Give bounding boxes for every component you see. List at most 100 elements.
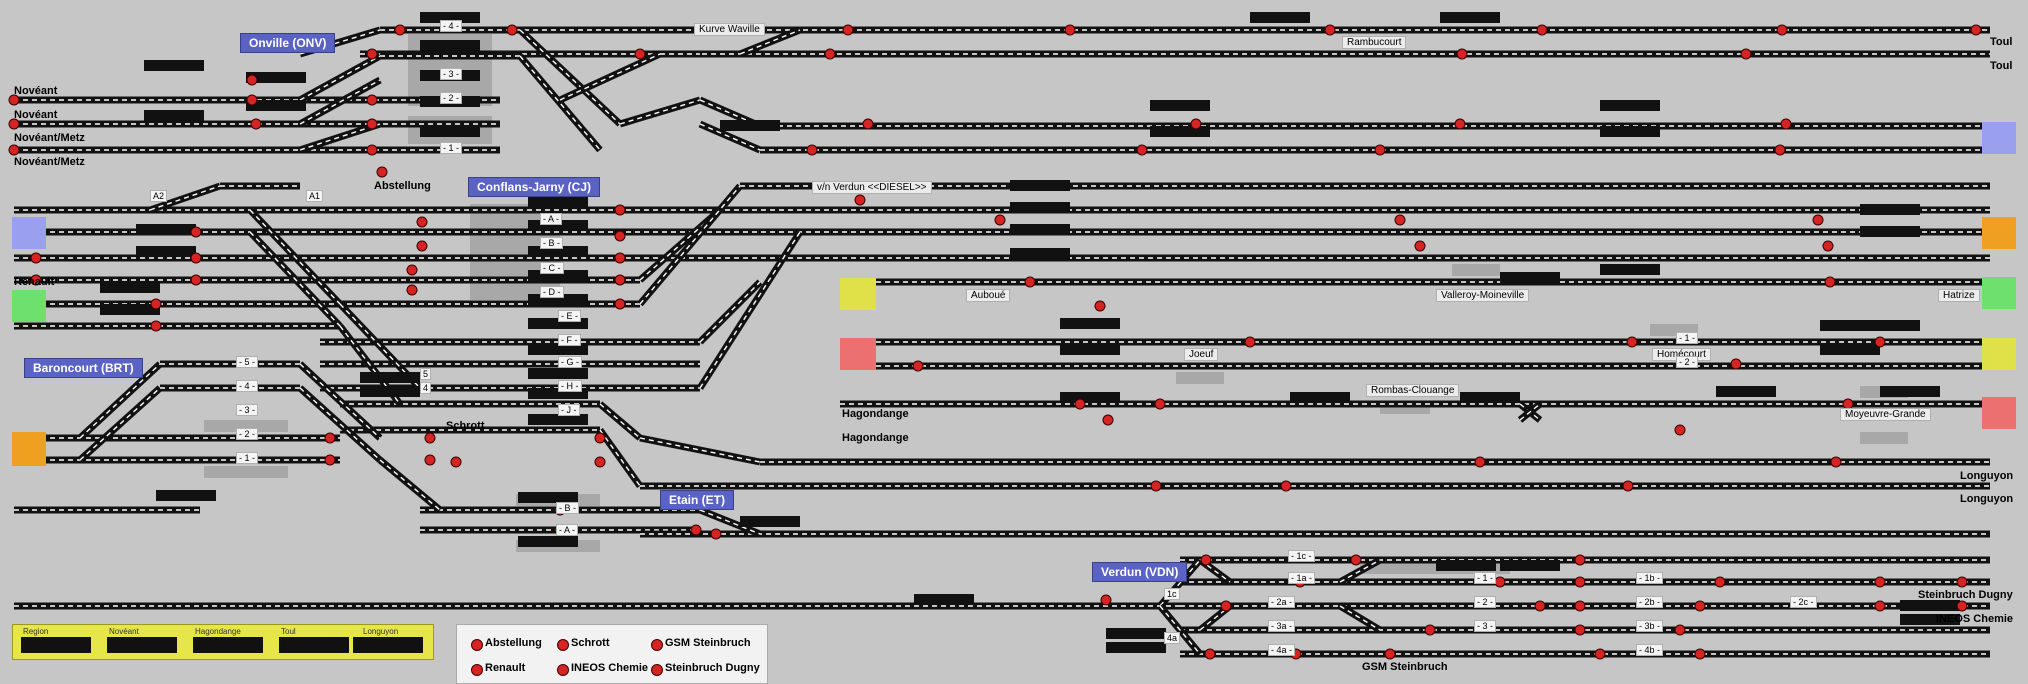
- signal-icon[interactable]: [366, 118, 378, 130]
- signal-icon[interactable]: [1574, 600, 1586, 612]
- signal-icon[interactable]: [190, 252, 202, 264]
- train-block-icon[interactable]: [1436, 560, 1496, 571]
- train-block-icon[interactable]: [136, 246, 196, 257]
- legend-box-longuyon[interactable]: [353, 637, 423, 653]
- train-block-icon[interactable]: [144, 110, 204, 121]
- signal-icon[interactable]: [246, 94, 258, 106]
- train-block-icon[interactable]: [420, 12, 480, 23]
- station-onville[interactable]: Onville (ONV): [240, 33, 336, 53]
- train-block-icon[interactable]: [144, 60, 204, 71]
- signal-icon[interactable]: [1102, 414, 1114, 426]
- train-block-icon[interactable]: [1150, 100, 1210, 111]
- signal-icon[interactable]: [1200, 554, 1212, 566]
- signal-icon[interactable]: [30, 252, 42, 264]
- train-block-icon[interactable]: [1440, 12, 1500, 23]
- signal-icon[interactable]: [614, 298, 626, 310]
- train-block-icon[interactable]: [136, 224, 196, 235]
- zone-red-right[interactable]: [1982, 397, 2016, 429]
- signal-icon[interactable]: [634, 48, 646, 60]
- train-block-icon[interactable]: [1106, 642, 1166, 653]
- signal-icon[interactable]: [1730, 358, 1742, 370]
- signal-icon[interactable]: [506, 24, 518, 36]
- signal-icon[interactable]: [250, 118, 262, 130]
- signal-icon[interactable]: [1456, 48, 1468, 60]
- signal-icon[interactable]: [1674, 624, 1686, 636]
- signal-icon[interactable]: [1830, 456, 1842, 468]
- signal-icon[interactable]: [1874, 600, 1886, 612]
- signal-icon[interactable]: [1714, 576, 1726, 588]
- train-block-icon[interactable]: [1106, 628, 1166, 639]
- signal-icon[interactable]: [1024, 276, 1036, 288]
- signal-icon[interactable]: [1204, 648, 1216, 660]
- station-conflans-jarny[interactable]: Conflans-Jarny (CJ): [468, 177, 601, 197]
- train-block-icon[interactable]: [360, 372, 420, 383]
- train-block-icon[interactable]: [1150, 126, 1210, 137]
- signal-icon[interactable]: [8, 144, 20, 156]
- train-block-icon[interactable]: [1290, 392, 1350, 403]
- signal-icon[interactable]: [1694, 648, 1706, 660]
- signal-icon[interactable]: [150, 298, 162, 310]
- signal-icon[interactable]: [190, 274, 202, 286]
- signal-icon[interactable]: [150, 320, 162, 332]
- signal-icon[interactable]: [394, 24, 406, 36]
- legend-box-toul[interactable]: [279, 637, 349, 653]
- train-block-icon[interactable]: [1900, 600, 1960, 611]
- signal-icon[interactable]: [366, 48, 378, 60]
- signal-icon[interactable]: [1594, 648, 1606, 660]
- train-block-icon[interactable]: [1900, 614, 1960, 625]
- signal-icon[interactable]: [1064, 24, 1076, 36]
- signal-icon[interactable]: [994, 214, 1006, 226]
- signal-icon[interactable]: [1244, 336, 1256, 348]
- signal-icon[interactable]: [1574, 624, 1586, 636]
- train-block-icon[interactable]: [518, 536, 578, 547]
- signal-icon[interactable]: [246, 74, 258, 86]
- signal-icon[interactable]: [1574, 576, 1586, 588]
- train-block-icon[interactable]: [1860, 320, 1920, 331]
- train-block-icon[interactable]: [1600, 100, 1660, 111]
- signal-icon[interactable]: [690, 524, 702, 536]
- train-block-icon[interactable]: [360, 386, 420, 397]
- signal-icon[interactable]: [806, 144, 818, 156]
- signal-icon[interactable]: [8, 94, 20, 106]
- signal-icon[interactable]: [1154, 398, 1166, 410]
- station-verdun[interactable]: Verdun (VDN): [1092, 562, 1188, 582]
- signal-icon[interactable]: [710, 528, 722, 540]
- train-block-icon[interactable]: [528, 414, 588, 425]
- train-block-icon[interactable]: [914, 594, 974, 605]
- train-block-icon[interactable]: [420, 126, 480, 137]
- train-block-icon[interactable]: [528, 318, 588, 329]
- signal-icon[interactable]: [1694, 600, 1706, 612]
- signal-icon[interactable]: [416, 240, 428, 252]
- train-block-icon[interactable]: [1820, 344, 1880, 355]
- signal-icon[interactable]: [406, 284, 418, 296]
- signal-icon[interactable]: [1280, 480, 1292, 492]
- signal-icon[interactable]: [366, 94, 378, 106]
- train-block-icon[interactable]: [1880, 386, 1940, 397]
- zone-yellow-right[interactable]: [1982, 338, 2016, 370]
- signal-icon[interactable]: [1622, 480, 1634, 492]
- train-block-icon[interactable]: [1460, 392, 1520, 403]
- signal-icon[interactable]: [1574, 554, 1586, 566]
- signal-icon[interactable]: [366, 144, 378, 156]
- legend-box-hagondange[interactable]: [193, 637, 263, 653]
- signal-icon[interactable]: [1774, 144, 1786, 156]
- train-block-icon[interactable]: [528, 270, 588, 281]
- train-block-icon[interactable]: [1860, 204, 1920, 215]
- signal-icon[interactable]: [1812, 214, 1824, 226]
- signal-icon[interactable]: [1324, 24, 1336, 36]
- train-block-icon[interactable]: [156, 490, 216, 501]
- signal-icon[interactable]: [1150, 480, 1162, 492]
- zone-blue-right[interactable]: [1982, 122, 2016, 154]
- signal-icon[interactable]: [8, 118, 20, 130]
- station-baroncourt[interactable]: Baroncourt (BRT): [24, 358, 143, 378]
- signal-icon[interactable]: [1094, 300, 1106, 312]
- signal-icon[interactable]: [1220, 600, 1232, 612]
- train-block-icon[interactable]: [528, 368, 588, 379]
- signal-icon[interactable]: [1956, 576, 1968, 588]
- station-etain[interactable]: Etain (ET): [660, 490, 734, 510]
- train-block-icon[interactable]: [720, 120, 780, 131]
- legend-box-region[interactable]: [21, 637, 91, 653]
- signal-icon[interactable]: [912, 360, 924, 372]
- zone-green-right[interactable]: [1982, 277, 2016, 309]
- signal-icon[interactable]: [324, 432, 336, 444]
